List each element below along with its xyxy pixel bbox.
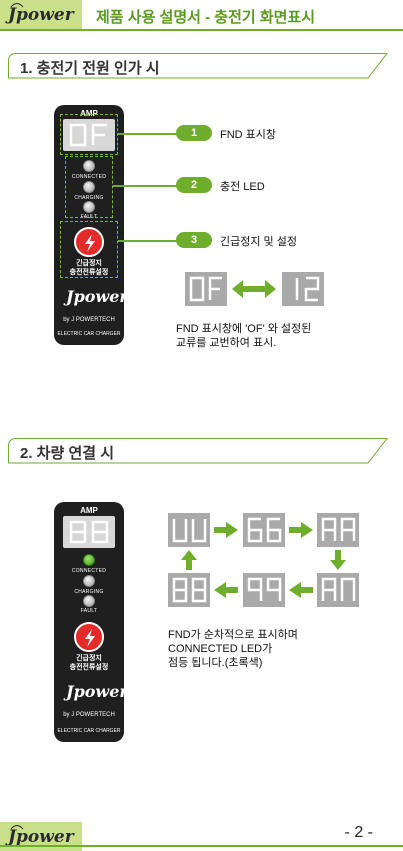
page-number: - 2 - — [344, 824, 373, 841]
connected-led-label: CONNECTED — [71, 174, 107, 180]
section2-desc-line3: 점등 됩니다.(초록색) — [168, 657, 263, 669]
arrow-left-icon — [289, 582, 313, 598]
emergency-stop-button[interactable] — [74, 227, 104, 257]
highlight-fnd — [60, 114, 118, 155]
device-by-line: by J POWERTECH — [63, 712, 115, 718]
fault-led — [83, 595, 95, 607]
section2-heading: 2. 차량 연결 시 — [8, 438, 388, 464]
device-tagline: ELECTRIC CAR CHARGER — [57, 331, 121, 337]
car-roof-icon — [10, 825, 24, 830]
connected-led — [83, 554, 95, 566]
fnd-0f-digits — [189, 276, 222, 302]
arrow-left-icon — [214, 582, 238, 598]
fnd-digits — [69, 520, 109, 544]
fnd-seq-5 — [243, 573, 285, 607]
device-logo: Jpower — [66, 287, 128, 306]
highlight-leds — [65, 156, 113, 218]
section2-desc-line2: CONNECTED LED가 — [168, 643, 273, 655]
connected-led-label: CONNECTED — [71, 568, 107, 574]
section1-desc-line2: 교류를 교번하여 표시. — [176, 337, 277, 349]
fnd-seq-6-digits — [172, 577, 207, 603]
charging-led — [83, 575, 95, 587]
lightning-icon — [85, 629, 95, 647]
amp-label: AMP — [80, 109, 98, 118]
fnd-12-digits — [295, 276, 320, 302]
fnd-seq-2-digits — [247, 517, 282, 543]
fnd-seq-4 — [317, 573, 359, 607]
callout2-text: 충전 LED — [220, 181, 265, 193]
header-logo-text: Jpower — [8, 5, 74, 25]
charger-device-2: AMP 88 CONNECTED CHARGING FAULT 긴급정지 충전전… — [54, 502, 128, 742]
device-tagline: ELECTRIC CAR CHARGER — [57, 728, 121, 734]
amp-label: AMP — [80, 506, 98, 515]
estop-label-1: 긴급정지 — [76, 260, 102, 267]
footer-divider — [0, 845, 403, 847]
emergency-stop-button[interactable] — [74, 622, 104, 652]
double-arrow-icon — [232, 280, 276, 298]
car-roof-icon — [10, 3, 24, 8]
charging-led — [83, 181, 95, 193]
fnd-digits — [69, 123, 107, 147]
fnd-seq-3-digits — [321, 517, 356, 541]
fault-led — [83, 201, 95, 213]
callout2-badge: 2 — [176, 177, 212, 193]
device-by-line: by J POWERTECH — [63, 317, 115, 323]
connected-led — [83, 160, 95, 172]
page-title: 제품 사용 설명서 - 충전기 화면표시 — [96, 9, 316, 26]
section2-desc-line1: FND가 순차적으로 표시하며 — [168, 629, 298, 641]
fnd-seq-1 — [168, 513, 210, 547]
callout1-line — [118, 133, 180, 135]
estop-label-1: 긴급정지 — [76, 655, 102, 662]
section1-heading: 1. 충전기 전원 인가 시 — [8, 53, 388, 79]
arrow-down-icon — [330, 550, 346, 570]
callout2-line — [113, 185, 180, 187]
callout3-text: 긴급정지 및 설정 — [220, 236, 297, 248]
charging-led-label: CHARGING — [74, 195, 104, 201]
fnd-display: 88 — [63, 516, 115, 548]
fnd-seq-4-digits — [321, 577, 356, 601]
fnd-display: 0F — [63, 119, 115, 151]
footer-logo-text: Jpower — [8, 827, 74, 847]
section2-desc: FND가 순차적으로 표시하며 CONNECTED LED가 점등 됩니다.(초… — [168, 628, 298, 670]
charging-led-label: CHARGING — [74, 589, 104, 595]
header-logo: Jpower — [0, 0, 82, 29]
fnd-seq-5-digits — [247, 577, 282, 601]
section2-title: 2. 차량 연결 시 — [20, 445, 115, 462]
section1-title: 1. 충전기 전원 인가 시 — [20, 60, 160, 77]
estop-label-2: 충전전류설정 — [69, 664, 109, 671]
header-divider — [0, 29, 403, 31]
device-logo: Jpower — [66, 682, 128, 701]
section1-desc: FND 표시창에 'OF' 와 설정된 교류를 교번하여 표시. — [176, 322, 311, 350]
callout1-badge: 1 — [176, 125, 212, 141]
fnd-alt-12: 12 — [282, 272, 324, 306]
fnd-seq-1-digits — [172, 519, 207, 543]
callout3-line — [118, 240, 180, 242]
fnd-seq-6 — [168, 573, 210, 607]
highlight-estop — [60, 221, 118, 278]
fnd-seq-2 — [243, 513, 285, 547]
arrow-up-icon — [181, 550, 197, 570]
callout1-text: FND 표시창 — [220, 129, 277, 141]
fnd-seq-3 — [317, 513, 359, 547]
lightning-icon — [85, 234, 95, 252]
estop-label-2: 충전전류설정 — [69, 269, 109, 276]
section1-desc-line1: FND 표시창에 'OF' 와 설정된 — [176, 323, 312, 335]
fault-led-label: FAULT — [80, 608, 98, 614]
callout3-badge: 3 — [176, 232, 212, 248]
charger-device-1: AMP 0F CONNECTED CHARGING FAULT 긴급정지 충전전… — [54, 105, 128, 345]
arrow-right-icon — [289, 522, 313, 538]
fnd-alt-0f: 0F — [185, 272, 227, 306]
arrow-right-icon — [214, 522, 238, 538]
